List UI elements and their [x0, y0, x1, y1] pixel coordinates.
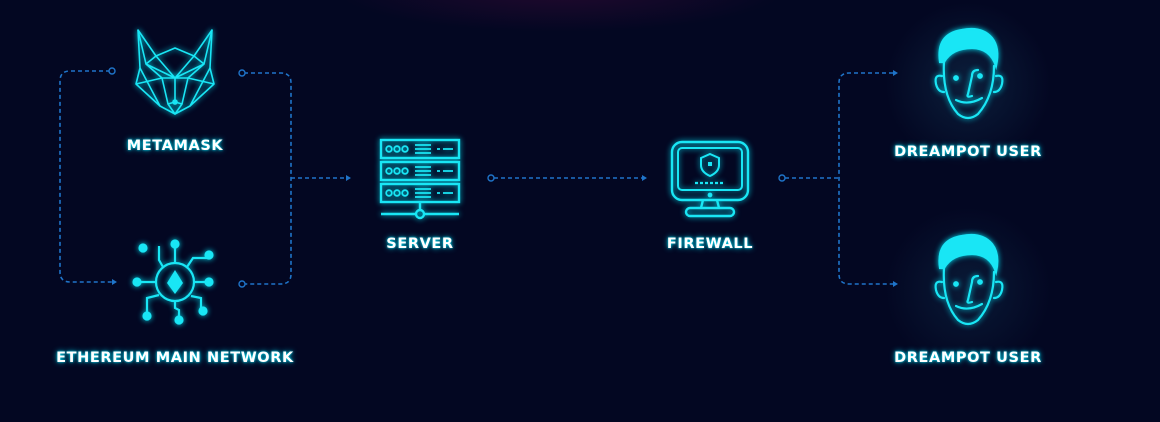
- node-user-bottom[interactable]: DREAMPOT USER: [888, 232, 1048, 366]
- connector-users-bracket: [838, 72, 893, 285]
- monitor-shield-icon: [650, 140, 770, 218]
- connector-arrow: [642, 175, 647, 181]
- node-label-user-bottom: DREAMPOT USER: [894, 350, 1042, 366]
- connector-arrow: [893, 70, 898, 76]
- node-label-server: SERVER: [386, 236, 454, 252]
- node-label-ethereum: ETHEREUM MAIN NETWORK: [56, 350, 294, 366]
- connector-arrow: [893, 281, 898, 287]
- connector-dot: [778, 174, 786, 182]
- node-ethereum[interactable]: ETHEREUM MAIN NETWORK: [40, 239, 310, 366]
- connector-arrow: [112, 279, 117, 285]
- connector-dot: [238, 69, 246, 77]
- connector-dot: [108, 67, 116, 75]
- connector-metamask-left: [59, 70, 112, 283]
- connector-arrow: [346, 175, 351, 181]
- node-label-firewall: FIREWALL: [666, 236, 754, 252]
- ethereum-network-icon: [40, 239, 310, 325]
- node-metamask[interactable]: METAMASK: [95, 28, 255, 154]
- user-face-icon: [888, 232, 1048, 332]
- server-rack-icon: [360, 138, 480, 220]
- node-label-user-top: DREAMPOT USER: [894, 144, 1042, 160]
- fox-icon: [95, 28, 255, 118]
- node-label-metamask: METAMASK: [126, 138, 224, 154]
- connector-dot: [487, 174, 495, 182]
- user-face-icon: [888, 26, 1048, 126]
- node-server[interactable]: SERVER: [360, 138, 480, 252]
- node-firewall[interactable]: FIREWALL: [650, 140, 770, 252]
- connector-dot: [238, 280, 246, 288]
- node-user-top[interactable]: DREAMPOT USER: [888, 26, 1048, 160]
